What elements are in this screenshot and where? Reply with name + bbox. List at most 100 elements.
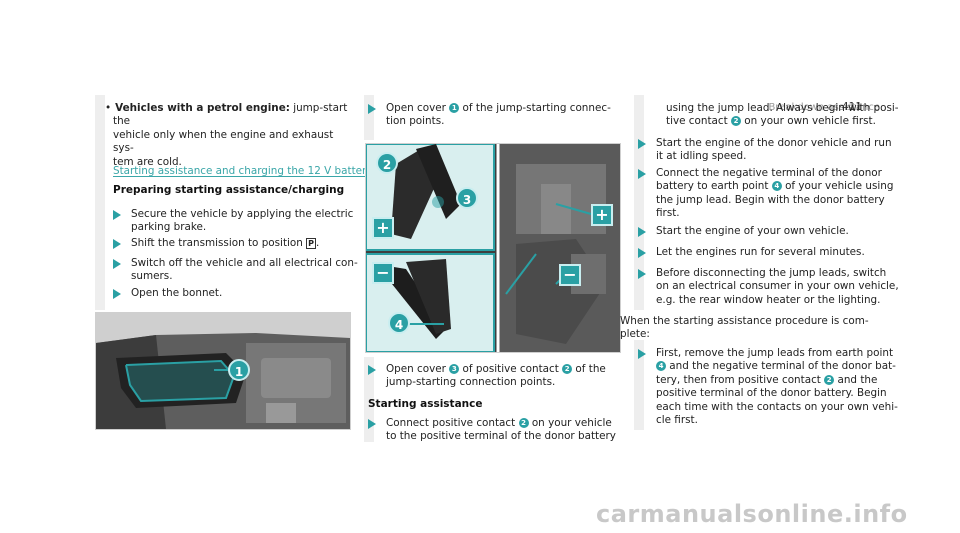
step-line: Before disconnecting the jump leads, swi… bbox=[656, 267, 887, 279]
step-arrow-icon bbox=[113, 210, 121, 220]
step-line: positive terminal of the donor battery. … bbox=[656, 387, 887, 400]
step-arrow-icon bbox=[113, 239, 121, 249]
step-arrow-icon bbox=[638, 227, 646, 237]
step-line-end: . bbox=[316, 237, 320, 249]
section-name: Breakdown assistance bbox=[768, 102, 880, 113]
step-line: Open the bonnet. bbox=[131, 287, 223, 299]
callout-cover-1: 1 bbox=[228, 359, 250, 381]
step-line: e.g. the rear window heater or the light… bbox=[656, 293, 881, 306]
step-line: jump-starting connection points. bbox=[386, 376, 556, 389]
step-line: First, remove the jump leads from earth … bbox=[656, 347, 894, 359]
running-header: Breakdown assistance bbox=[760, 102, 880, 113]
step-line: parking brake. bbox=[131, 221, 207, 234]
right-column-band bbox=[634, 95, 644, 310]
park-symbol-icon: P bbox=[306, 238, 317, 249]
ref-badge: 2 bbox=[562, 364, 573, 374]
step-connect-positive: Connect positive contact 2 on your vehic… bbox=[368, 417, 616, 444]
text: and the negative terminal of the donor b… bbox=[666, 360, 896, 373]
minus-terminal-icon-bay: − bbox=[559, 264, 581, 286]
text: of your vehicle using bbox=[781, 180, 894, 193]
engine-bay-photo: 1 bbox=[95, 312, 351, 430]
text: tive contact bbox=[666, 115, 731, 128]
step-text: Open cover bbox=[386, 363, 450, 375]
plus-terminal-icon-bay: + bbox=[591, 204, 613, 226]
middle-column-band bbox=[364, 95, 374, 140]
text-line: When the starting assistance procedure i… bbox=[620, 315, 869, 327]
ref-badge: 2 bbox=[731, 116, 741, 127]
step-line: Let the engines run for several minutes. bbox=[656, 246, 865, 258]
step-line: cle first. bbox=[656, 414, 698, 427]
step-line: Switch off the vehicle and all electrica… bbox=[131, 257, 358, 269]
bullet-bold: Vehicles with a petrol engine: bbox=[115, 102, 290, 114]
engine-bay-illustration bbox=[96, 313, 350, 429]
step-line: to the positive terminal of the donor ba… bbox=[386, 430, 616, 443]
ref-badge: 1 bbox=[449, 103, 460, 113]
subheading-preparing: Preparing starting assistance/charging bbox=[113, 184, 345, 196]
step-remove-leads: First, remove the jump leads from earth … bbox=[638, 347, 898, 427]
subheading-starting-assistance: Starting assistance bbox=[368, 398, 483, 410]
jump-start-photo: 2 3 + − 4 + − bbox=[365, 143, 621, 353]
continued-text: using the jump lead. Always begin with p… bbox=[666, 102, 899, 129]
watermark: carmanualsonline.info bbox=[596, 500, 908, 528]
text: and the bbox=[834, 373, 878, 386]
callout-positive-contact-2: 2 bbox=[376, 152, 398, 174]
step-text: Connect positive contact bbox=[386, 417, 519, 429]
step-arrow-icon bbox=[113, 259, 121, 269]
ref-badge: 3 bbox=[449, 364, 460, 374]
step-arrow-icon bbox=[638, 349, 646, 359]
step-arrow-icon bbox=[368, 419, 376, 429]
step-line: it at idling speed. bbox=[656, 150, 747, 163]
text: tery, then from positive contact bbox=[656, 373, 825, 386]
step-line: Shift the transmission to position bbox=[131, 237, 303, 249]
ref-badge: 2 bbox=[518, 418, 529, 428]
step-parking-brake: Secure the vehicle by applying the elect… bbox=[113, 208, 353, 235]
step-start-own: Start the engine of your own vehicle. bbox=[638, 225, 849, 238]
step-line: Start the engine of the donor vehicle an… bbox=[656, 137, 892, 149]
step-arrow-icon bbox=[368, 104, 376, 114]
step-line: each time with the contacts on your own … bbox=[656, 400, 898, 413]
text: on your own vehicle first. bbox=[741, 115, 876, 128]
step-line: Start the engine of your own vehicle. bbox=[656, 225, 849, 237]
step-text: of the bbox=[572, 363, 606, 375]
step-line: Secure the vehicle by applying the elect… bbox=[131, 208, 354, 220]
text: battery to earth point bbox=[656, 180, 772, 193]
step-line: Connect the negative terminal of the don… bbox=[656, 167, 882, 179]
step-line: sumers. bbox=[131, 270, 173, 283]
step-arrow-icon bbox=[638, 139, 646, 149]
step-open-cover-1: Open cover 1 of the jump-starting connec… bbox=[368, 102, 611, 129]
ref-badge: 2 bbox=[824, 374, 835, 385]
section-link-title[interactable]: Starting assistance and charging the 12 … bbox=[113, 165, 373, 177]
step-start-donor: Start the engine of the donor vehicle an… bbox=[638, 137, 892, 164]
callout-earth-point-4: 4 bbox=[388, 312, 410, 334]
step-shift-transmission: Shift the transmission to position P. bbox=[113, 237, 319, 250]
petrol-bullet: •Vehicles with a petrol engine: jump-sta… bbox=[105, 102, 353, 169]
bullet-line: tem are cold. bbox=[113, 155, 182, 168]
step-let-run: Let the engines run for several minutes. bbox=[638, 246, 865, 259]
step-arrow-icon bbox=[638, 269, 646, 279]
when-complete-text: When the starting assistance procedure i… bbox=[620, 315, 869, 342]
plus-terminal-icon: + bbox=[372, 217, 394, 239]
page-number: 411 bbox=[842, 101, 863, 113]
step-line: the jump lead. Begin with the donor batt… bbox=[656, 193, 885, 206]
left-column-band bbox=[95, 95, 105, 310]
middle-column-band-lower bbox=[364, 357, 374, 442]
ref-badge: 4 bbox=[656, 361, 666, 372]
callout-cover-3: 3 bbox=[456, 187, 478, 209]
step-text: of the jump-starting connec- bbox=[459, 102, 611, 114]
step-arrow-icon bbox=[113, 289, 121, 299]
step-open-bonnet: Open the bonnet. bbox=[113, 287, 222, 300]
step-line: on an electrical consumer in your own ve… bbox=[656, 280, 899, 293]
step-arrow-icon bbox=[368, 365, 376, 375]
step-text: on your vehicle bbox=[528, 417, 612, 429]
minus-terminal-icon: − bbox=[372, 262, 394, 284]
step-line: first. bbox=[656, 207, 680, 220]
step-connect-negative: Connect the negative terminal of the don… bbox=[638, 167, 893, 221]
right-column-band-lower bbox=[634, 340, 644, 430]
ref-badge: 4 bbox=[771, 181, 782, 192]
step-switch-off: Switch off the vehicle and all electrica… bbox=[113, 257, 358, 284]
step-text: Open cover bbox=[386, 102, 450, 114]
step-before-disconnecting: Before disconnecting the jump leads, swi… bbox=[638, 267, 899, 307]
bullet-line: vehicle only when the engine and exhaust… bbox=[113, 128, 334, 155]
text-line: plete: bbox=[620, 328, 650, 341]
step-open-cover-3: Open cover 3 of positive contact 2 of th… bbox=[368, 363, 606, 390]
